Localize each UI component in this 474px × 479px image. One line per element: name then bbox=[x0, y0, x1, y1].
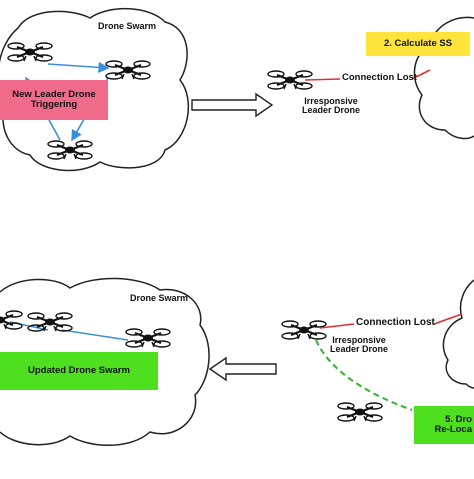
relocate-line1: 5. Dro bbox=[445, 413, 472, 425]
irresponsive-leader-label: Irresponsive Leader Drone bbox=[302, 96, 361, 116]
updated-swarm-box: Updated Drone Swarm bbox=[0, 352, 158, 390]
swarm-title: Drone Swarm bbox=[98, 21, 157, 31]
irresponsive-line2: Leader Drone bbox=[302, 105, 361, 116]
irresponsive-line1: Irresponsive bbox=[304, 96, 358, 106]
lost-link-cont bbox=[433, 313, 463, 325]
irresponsive-line1: Irresponsive bbox=[332, 335, 386, 345]
flow-arrow-right bbox=[191, 92, 274, 118]
link-d bbox=[61, 329, 129, 341]
new-leader-box: New Leader Drone Triggering bbox=[0, 80, 108, 120]
relocate-box: 5. Dro Re-Loca bbox=[414, 406, 474, 444]
irresponsive-leader-label: Irresponsive Leader Drone bbox=[330, 335, 389, 355]
irresponsive-line2: Leader Drone bbox=[330, 344, 389, 355]
lost-link bbox=[319, 323, 355, 329]
relocation-path bbox=[315, 339, 413, 411]
swarm-title: Drone Swarm bbox=[130, 293, 189, 303]
drone-icon bbox=[280, 319, 328, 341]
flow-arrow-left bbox=[208, 356, 277, 382]
new-leader-line1: New Leader Drone bbox=[12, 88, 96, 100]
new-leader-line2: Triggering bbox=[30, 99, 78, 110]
link-a bbox=[47, 61, 110, 73]
connection-lost-label: Connection Lost bbox=[356, 317, 435, 328]
connection-lost-label: Connection Lost bbox=[342, 72, 417, 83]
calculate-ss-box: 2. Calculate SS bbox=[366, 32, 470, 56]
lost-link-cont bbox=[411, 69, 431, 80]
cloud-bottom-right bbox=[442, 279, 474, 389]
drone-icon bbox=[336, 401, 384, 423]
lost-link bbox=[304, 78, 341, 81]
relocate-line2: Re-Loca bbox=[434, 424, 472, 435]
